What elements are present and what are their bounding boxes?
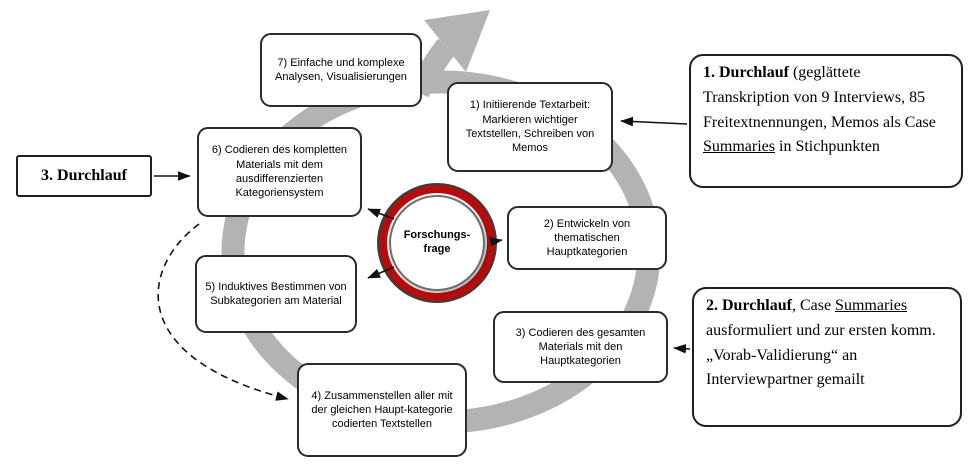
annotation-text-1: (geglättete Transkription von 9 Intervie… [703,64,936,131]
step-box-3: 3) Codieren des gesamten Materials mit d… [493,311,668,383]
annotation-text-1: , Case [791,297,836,314]
annotation-title: 1. Durchlauf [703,64,789,81]
step-box-6: 6) Codieren des kompletten Materials mit… [197,127,362,217]
annotation-durchlauf-2: 2. Durchlauf, Case Summaries ausformulie… [692,287,962,427]
research-question-label-line1: Forschungs- [403,229,471,242]
step-label: 7) Einfache und komplexe Analysen, Visua… [275,56,407,83]
step-box-2: 2) Entwickeln von thematischen Hauptkate… [507,206,667,270]
annotation-underlined-word: Summaries [835,297,908,314]
step-label: 1) Initiierende Textarbeit: Markieren wi… [465,99,595,155]
step-label: 4) Zusammenstellen aller mit der gleiche… [311,389,453,431]
step-box-4: 4) Zusammenstellen aller mit der gleiche… [297,363,467,457]
annotation-durchlauf-3: 3. Durchlauf [16,155,152,197]
research-question-label-line2: frage [423,243,451,255]
annotation-title: 3. Durchlauf [41,167,127,184]
step-box-7: 7) Einfache und komplexe Analysen, Visua… [260,33,422,107]
cycle-arrow-shaft [407,38,457,98]
annotation-title: 2. Durchlauf [706,297,792,314]
step-label: 6) Codieren des kompletten Materials mit… [211,144,348,200]
arrow-center-to-step2 [489,237,503,247]
cycle-arrowhead-icon [424,10,490,72]
arrow-durchlauf2-to-step3 [673,343,691,354]
step-box-1: 1) Initiierende Textarbeit: Markieren wi… [447,82,613,172]
annotation-text-2: in Stichpunkten [775,138,880,156]
research-question-inner-circle: Forschungs- frage [389,195,485,291]
arrow-durchlauf1-to-step1 [620,116,688,127]
step-label: 3) Codieren des gesamten Materials mit d… [515,326,646,368]
annotation-underlined-word: Summaries [703,138,775,156]
research-question-circle: Forschungs- frage [379,185,495,301]
annotation-text-2: ausformuliert und zur ersten komm. „Vora… [706,321,936,389]
annotation-durchlauf-1: 1. Durchlauf (geglättete Transkription v… [689,54,963,188]
step-label: 5) Induktives Bestimmen von Subkategorie… [205,280,347,307]
step-label: 2) Entwickeln von thematischen Hauptkate… [543,217,631,259]
step-box-5: 5) Induktives Bestimmen von Subkategorie… [195,255,357,333]
